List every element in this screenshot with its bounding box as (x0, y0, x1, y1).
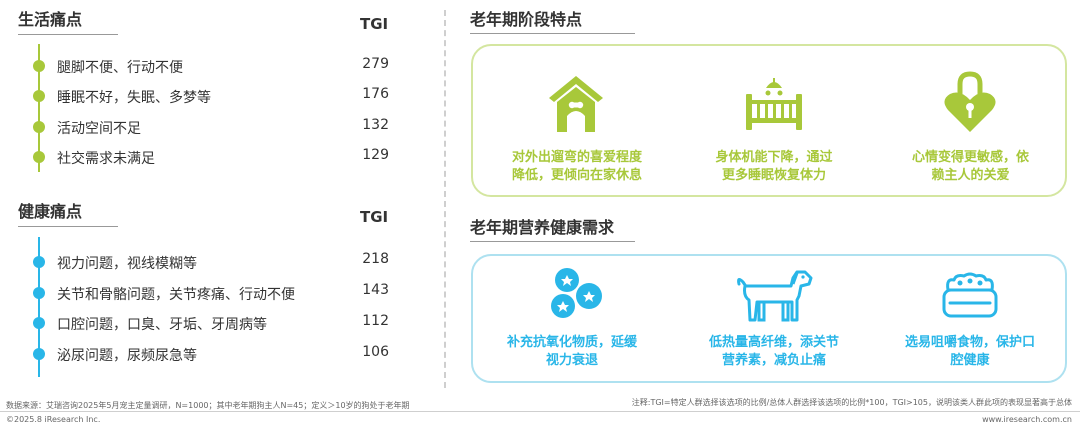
stage-card-line: 对外出遛弯的喜爱程度 (511, 150, 642, 165)
stage-card-line: 身体机能下降，通过 (715, 150, 833, 165)
stage-card-line: 降低，更倾向在家休息 (511, 168, 642, 183)
nutrition-card-line: 补充抗氧化物质，延缓 (506, 335, 637, 350)
blueberry-icon (547, 266, 605, 322)
stage-card-line: 心情变得更敏感，依 (911, 150, 1029, 165)
health-pain-tgi-header: TGI (360, 208, 389, 226)
section-divider (444, 10, 446, 388)
stage-card-text: 心情变得更敏感，依 赖主人的关爱 (893, 149, 1048, 185)
health-pain-item-value: 143 (362, 282, 389, 298)
life-pain-title: 生活痛点 (18, 10, 83, 29)
stage-card-text: 身体机能下降，通过 更多睡眠恢复体力 (694, 149, 854, 185)
health-pain-item-label: 关节和骨骼问题，关节疼痛、行动不便 (57, 287, 295, 303)
health-pain-item-label: 视力问题，视线模糊等 (57, 256, 197, 272)
nutrition-card-line: 选易咀嚼食物，保护口 (904, 335, 1035, 350)
crib-icon (744, 74, 804, 132)
life-pain-item-value: 129 (362, 147, 389, 163)
nutrition-card-text: 补充抗氧化物质，延缓 视力衰退 (492, 334, 652, 370)
list-item-dot (33, 348, 45, 360)
dog-icon (735, 268, 815, 322)
nutrition-card-line: 低热量高纤维，添关节 (708, 335, 839, 350)
health-pain-underline (18, 226, 118, 227)
life-pain-tgi-header: TGI (360, 15, 389, 33)
health-pain-timeline (38, 237, 40, 377)
stage-underline (470, 33, 635, 34)
health-pain-item-label: 口腔问题，口臭、牙垢、牙周病等 (57, 317, 267, 333)
life-pain-item-label: 社交需求未满足 (57, 151, 155, 167)
stage-card-line: 赖主人的关爱 (931, 168, 1010, 183)
health-pain-item-value: 218 (362, 251, 389, 267)
food-bowl-icon (940, 270, 1000, 320)
health-pain-item-value: 106 (362, 344, 389, 360)
stage-card-text: 对外出遛弯的喜爱程度 降低，更倾向在家休息 (497, 149, 657, 185)
doghouse-icon (545, 72, 607, 134)
list-item-dot (33, 90, 45, 102)
list-item-dot (33, 317, 45, 329)
tgi-note: 注释:TGI=特定人群选择该选项的比例/总体人群选择该选项的比例*100，TGI… (631, 398, 1072, 407)
footer-rule (0, 411, 1080, 412)
website-link[interactable]: www.iresearch.com.cn (982, 415, 1072, 424)
stage-card-line: 更多睡眠恢复体力 (721, 168, 826, 183)
heart-lock-icon (942, 70, 998, 134)
nutrition-card-line: 视力衰退 (545, 353, 598, 368)
life-pain-item-value: 176 (362, 86, 389, 102)
nutrition-underline (470, 241, 635, 242)
list-item-dot (33, 121, 45, 133)
life-pain-item-value: 279 (362, 56, 389, 72)
list-item-dot (33, 151, 45, 163)
copyright: ©2025.8 iResearch Inc. (6, 415, 101, 424)
nutrition-card-text: 低热量高纤维，添关节 营养素，减负止痛 (694, 334, 854, 370)
nutrition-card-line: 营养素，减负止痛 (721, 353, 826, 368)
stage-title: 老年期阶段特点 (470, 10, 583, 29)
nutrition-card-line: 腔健康 (950, 353, 990, 368)
health-pain-item-value: 112 (362, 313, 389, 329)
life-pain-item-label: 睡眠不好，失眠、多梦等 (57, 90, 211, 106)
life-pain-underline (18, 34, 118, 35)
health-pain-title: 健康痛点 (18, 202, 83, 221)
list-item-dot (33, 287, 45, 299)
list-item-dot (33, 60, 45, 72)
life-pain-item-label: 腿脚不便、行动不便 (57, 60, 183, 76)
list-item-dot (33, 256, 45, 268)
health-pain-item-label: 泌尿问题，尿频尿急等 (57, 348, 197, 364)
nutrition-card-text: 选易咀嚼食物，保护口 腔健康 (890, 334, 1050, 370)
nutrition-title: 老年期营养健康需求 (470, 218, 615, 237)
source-note: 数据来源：艾瑞咨询2025年5月宠主定量调研，N=1000；其中老年期狗主人N=… (6, 401, 410, 410)
life-pain-timeline (38, 44, 40, 172)
life-pain-item-value: 132 (362, 117, 389, 133)
life-pain-item-label: 活动空间不足 (57, 121, 141, 137)
